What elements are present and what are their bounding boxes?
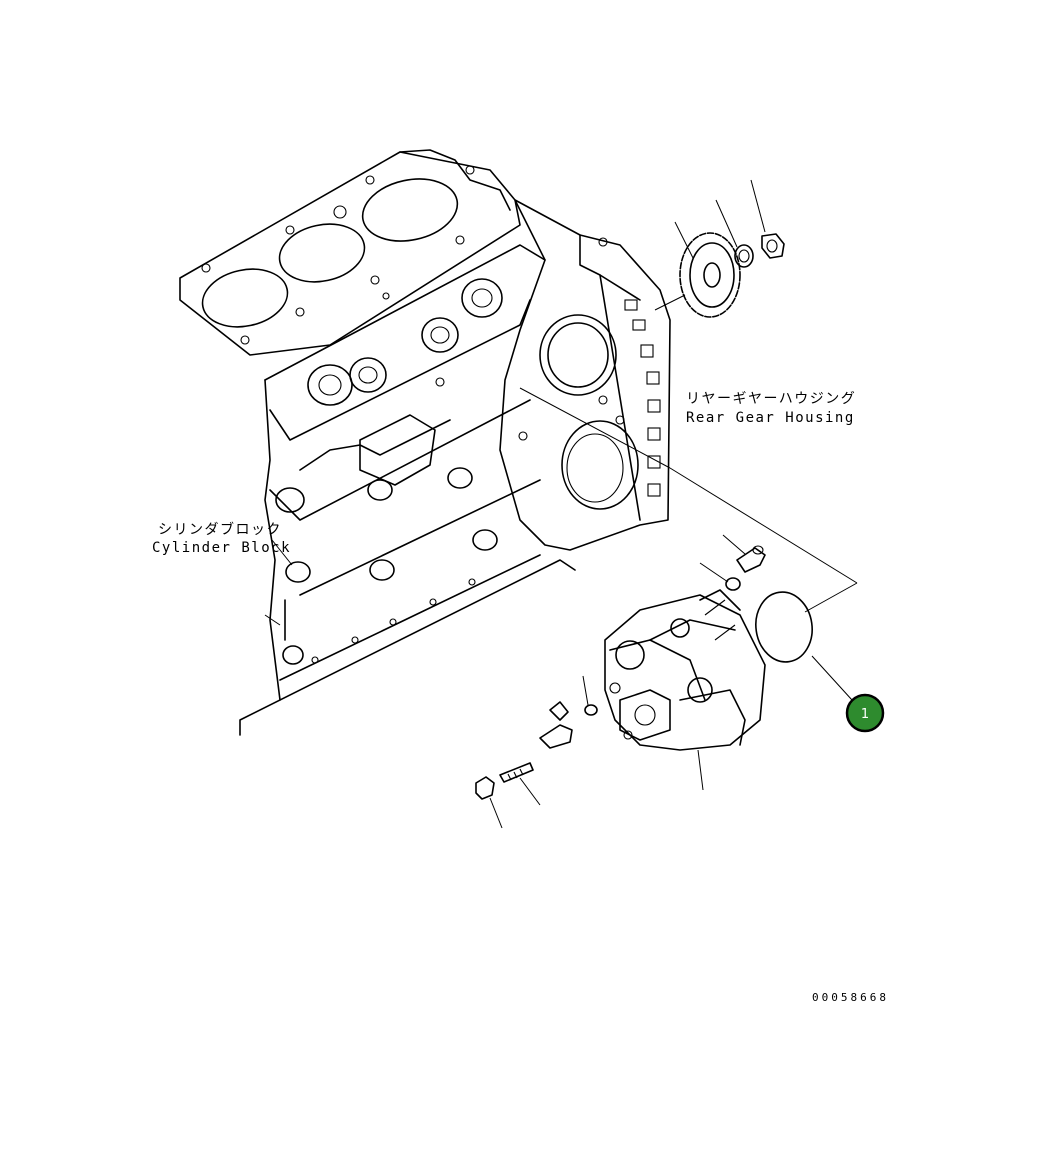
drawing-number: 00058668 xyxy=(812,991,889,1004)
cylinder-block xyxy=(179,149,576,736)
fuel-supply-pump xyxy=(604,589,766,751)
stud-bolt xyxy=(499,762,534,783)
callout-badge-1[interactable]: 1 xyxy=(845,693,885,733)
fuel-sensor xyxy=(736,545,766,573)
flange-nut xyxy=(475,776,495,800)
leader-lines xyxy=(264,179,858,829)
drive-gear xyxy=(679,232,741,318)
rear-gear-housing-label-jp: リヤーギヤーハウジング xyxy=(686,391,856,407)
o-ring-small-top xyxy=(725,577,741,591)
o-ring-part-1 xyxy=(755,591,813,663)
rear-gear-housing xyxy=(499,199,671,551)
lock-washer xyxy=(734,244,754,268)
hex-nut xyxy=(761,233,785,259)
cylinder-block-label-jp: シリンダブロック xyxy=(158,521,282,538)
inlet-fitting xyxy=(539,701,598,749)
callout-number: 1 xyxy=(861,707,869,722)
cylinder-block-label-en: Cylinder Block xyxy=(152,540,291,556)
rear-gear-housing-label-en: Rear Gear Housing xyxy=(686,410,855,426)
